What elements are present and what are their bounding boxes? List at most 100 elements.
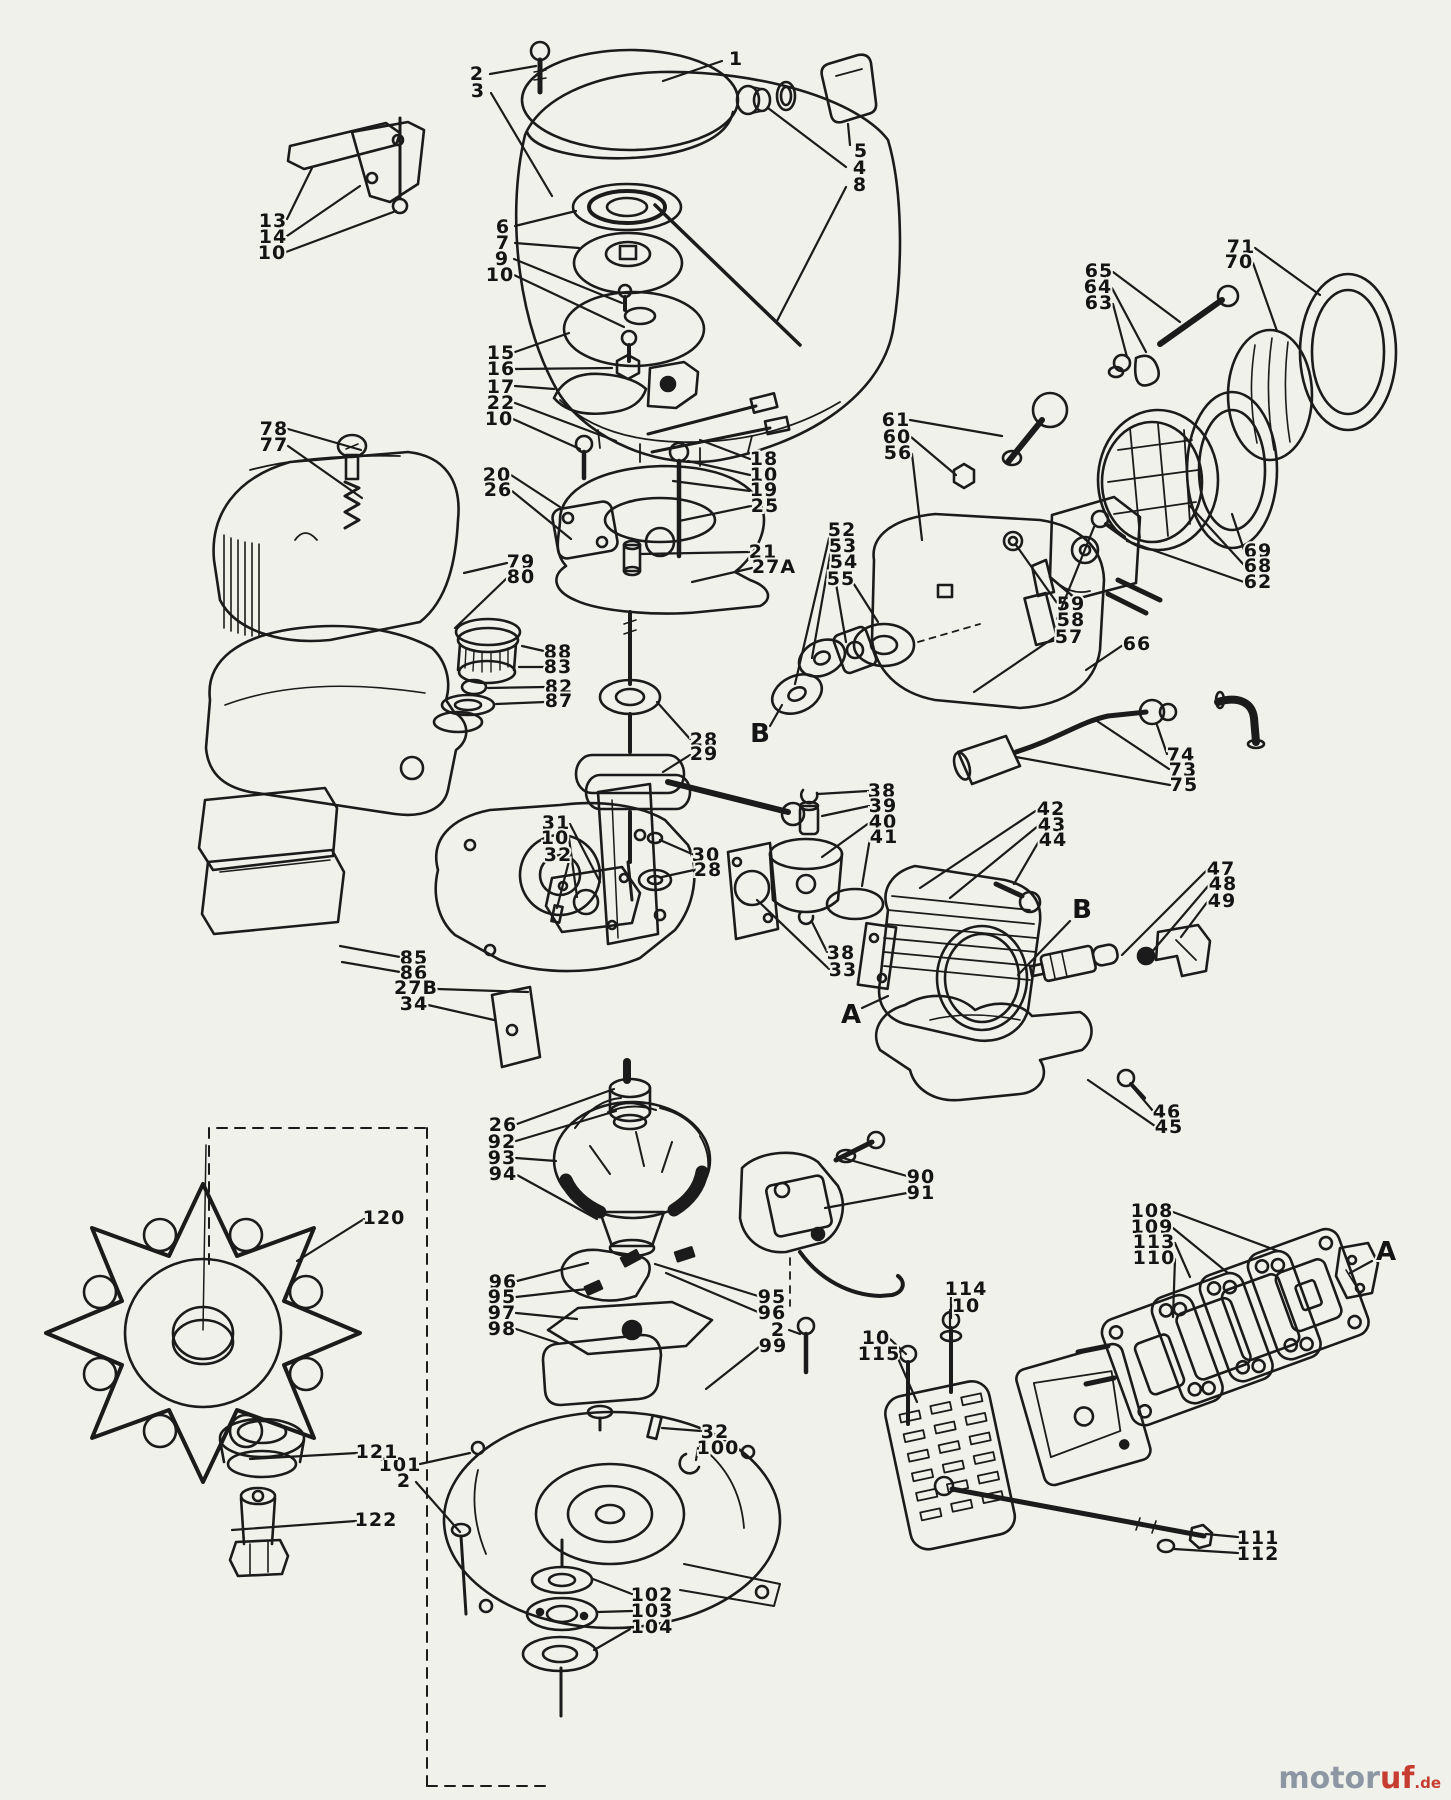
part-number-callout: 121 [356,1441,399,1463]
leader-line [338,944,402,959]
part-number-callout: 60 [883,426,911,448]
part-number-callout: 98 [488,1318,516,1340]
leader-line [418,1451,472,1466]
leader-line [860,836,872,888]
part-number-callout: 16 [487,358,515,380]
leader-line [248,1451,359,1461]
cylinder-drawing [856,864,1380,1300]
part-number-callout: 74 [1167,744,1195,766]
part-number-callout: 10 [258,242,286,264]
part-number-callout: 32 [544,844,572,866]
part-number-callout: 38 [827,942,855,964]
leader-line [846,122,852,147]
leader-line [658,838,694,856]
part-number-callout: 25 [751,495,779,517]
leader-line [489,91,554,198]
part-number-callout: 29 [690,743,718,765]
leader-line [514,1327,560,1345]
part-number-callout: 88 [544,641,572,663]
part-number-callout: 65 [1085,260,1113,282]
part-number-callout: 41 [870,826,898,848]
part-number-callout: 58 [1057,609,1085,631]
part-number-callout: 83 [544,656,572,678]
part-number-callout: 96 [489,1271,517,1293]
leader-line [1171,1257,1177,1319]
leader-line [1251,261,1279,333]
leader-line [820,821,871,859]
leader-line [511,417,582,451]
part-number-callout: 90 [907,1166,935,1188]
part-number-callout: 42 [1037,798,1065,820]
leader-line [568,822,602,884]
leader-line [1172,1547,1240,1555]
leader-line [895,1354,919,1404]
leader-line [1173,1241,1192,1279]
part-number-callout: 46 [1153,1101,1181,1123]
leader-line [1149,883,1211,955]
leader-line [286,444,364,500]
part-number-callout: 20 [483,464,511,486]
leader-line [513,209,578,228]
group-boundary-dashed-line [208,1127,546,1787]
leader-line [414,1480,462,1534]
leader-line [787,1328,802,1336]
leader-line [972,635,1057,694]
part-number-callout: 85 [400,947,428,969]
part-number-callout: 30 [692,844,720,866]
assembly-marker: A [1376,1237,1396,1267]
part-number-callout: 95 [758,1286,786,1308]
part-number-callout: 28 [694,859,722,881]
part-number-callout: 115 [858,1343,901,1365]
callout-layer: 2315481314106791015161722102026181019252… [230,46,1398,1652]
leader-line [1230,512,1246,552]
part-number-callout: 3 [471,80,485,102]
leader-line [567,836,579,899]
leader-line [1016,919,1072,977]
part-number-callout: 1 [729,48,743,70]
leader-line [513,401,618,443]
part-number-callout: 38 [868,780,896,802]
leader-line [793,532,832,686]
part-number-callout: 5 [854,140,868,162]
part-number-callout: 96 [758,1302,786,1324]
part-number-callout: 61 [882,409,910,431]
leader-line [755,898,831,971]
part-number-callout: 69 [1244,540,1272,562]
leader-line [513,384,556,391]
part-number-callout: 92 [488,1131,516,1153]
leader-line [850,579,880,624]
leader-line [918,808,1039,890]
part-number-callout: 28 [690,729,718,751]
leader-line [513,241,581,250]
part-number-callout: 99 [759,1335,787,1357]
leader-line [1188,504,1246,567]
part-number-callout: 86 [400,962,428,984]
leader-line [1125,539,1246,584]
leader-line [661,753,692,774]
leader-line [908,418,1004,438]
leader-line [1253,246,1322,297]
part-number-callout: 26 [484,479,512,501]
part-number-callout: 9 [495,248,509,270]
mount-bracket-drawing [286,116,426,215]
leader-line [514,1156,558,1163]
leader-line [295,1217,366,1263]
leader-line [512,257,624,305]
part-number-callout: 101 [379,1454,422,1476]
leader-line [453,576,509,630]
part-number-callout: 27B [394,977,438,999]
fuel-line-drawing [952,690,1266,786]
leader-line [488,64,538,76]
leader-line [1014,755,1172,787]
leader-line [661,59,724,83]
leader-line [677,504,753,523]
watermark-text: motor [1278,1761,1380,1796]
crankshaft-drawing [544,464,806,946]
part-number-callout: 32 [701,1421,729,1443]
part-number-callout: 122 [355,1509,398,1531]
part-number-callout: 66 [1123,633,1151,655]
part-number-callout: 87 [545,690,573,712]
leader-line [660,1426,703,1433]
